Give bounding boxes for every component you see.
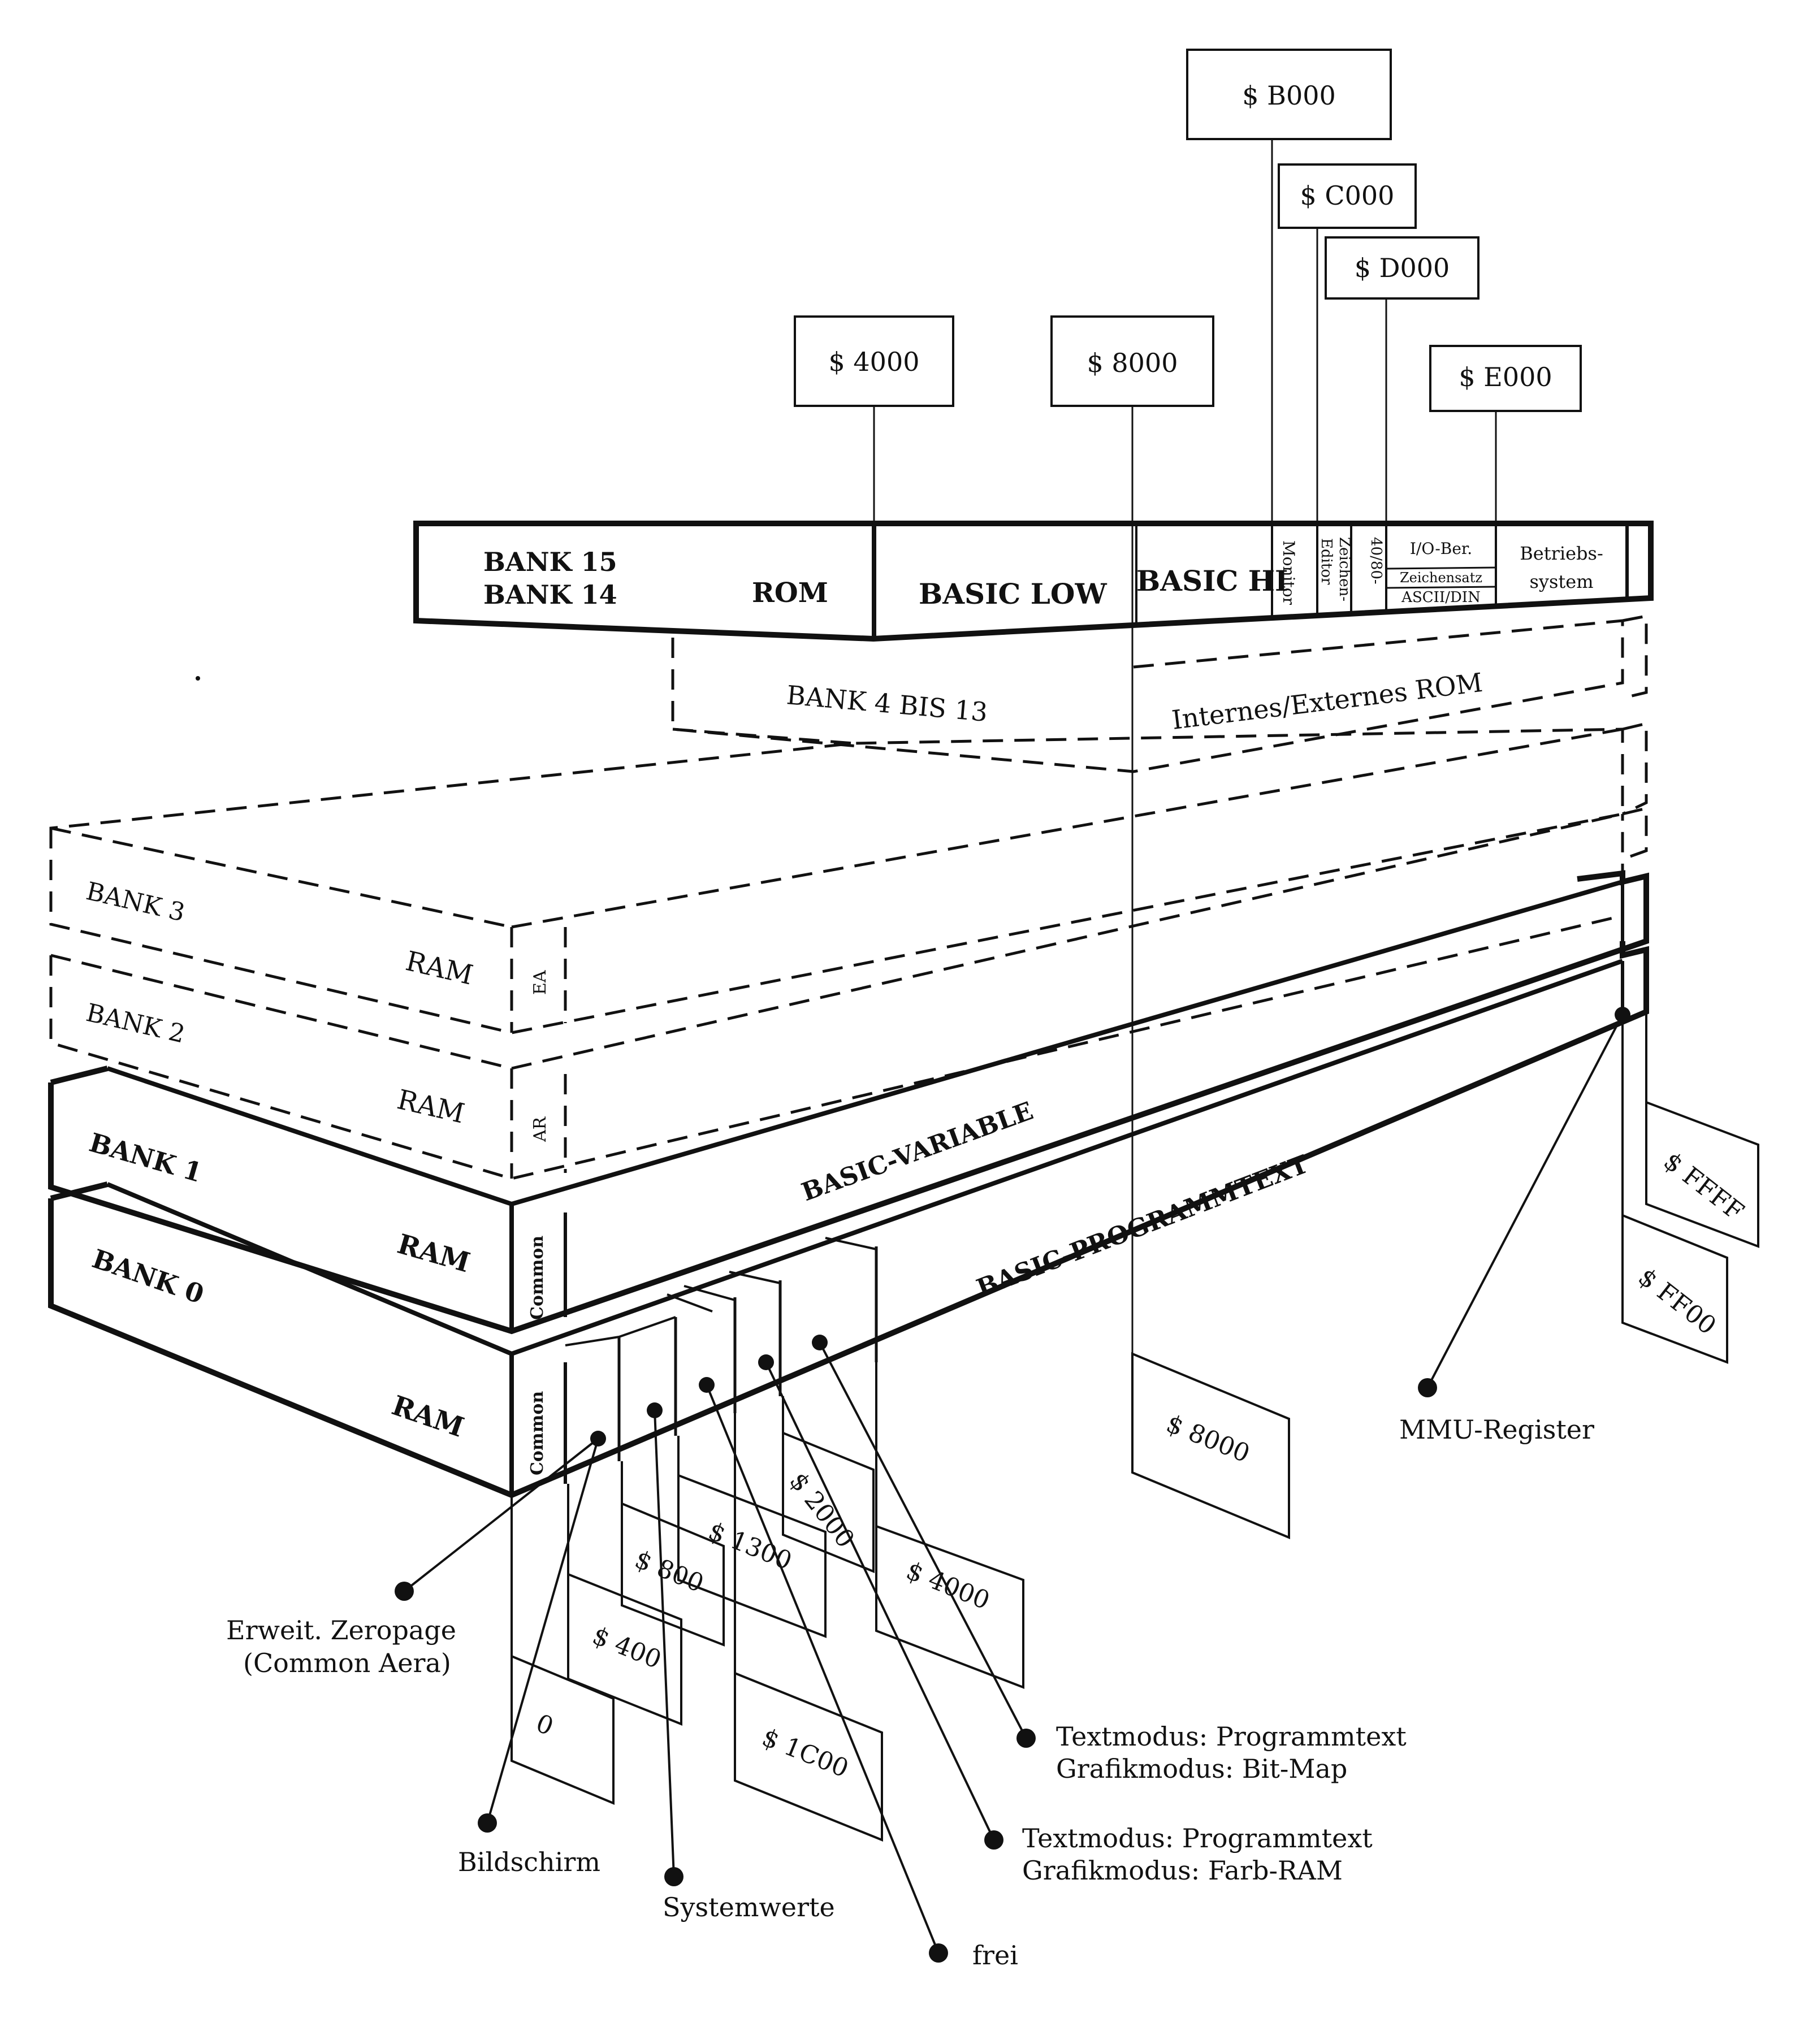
internes-externes-rom-label: Internes/Externes ROM <box>1170 667 1485 735</box>
bank0-name: BANK 0 <box>88 1243 207 1310</box>
flag-1300 <box>677 1474 827 1638</box>
flag-ff00 <box>1621 1214 1728 1364</box>
bank-0-labels: BANK 0 RAM Common BASIC-PROGRAMMTEXT <box>88 1150 1312 1475</box>
bank-4-13-label: BANK 4 BIS 13 <box>785 679 989 727</box>
addr-ff00: $ FF00 <box>1633 1262 1721 1340</box>
bank-3 <box>49 721 1648 1034</box>
col-40-80-label: 40/80- <box>1368 537 1385 584</box>
anno-bitmap-1: Textmodus: Programmtext <box>1056 1721 1407 1752</box>
annotations: Erweit. Zeropage (Common Aera) Bildschir… <box>226 1414 1594 1971</box>
betriebs-label: Betriebs- <box>1520 543 1603 564</box>
dot-farbram <box>758 1354 774 1370</box>
addr-box-b000 <box>1186 49 1392 140</box>
addr-box-e000 <box>1429 345 1582 412</box>
addr-label-e000: $ E000 <box>1459 362 1552 392</box>
dot-mmu-end <box>1418 1378 1437 1397</box>
flag-0 <box>511 1655 615 1805</box>
zeichensatz-label: Zeichensatz <box>1400 570 1482 586</box>
flag-4000 <box>875 1525 1024 1689</box>
addr-box-c000 <box>1278 163 1417 229</box>
anno-mmu: MMU-Register <box>1399 1414 1594 1445</box>
dot-zeropage-end <box>395 1582 414 1601</box>
bank3-ea: EA <box>530 970 550 995</box>
bank15-label: BANK 15 <box>483 547 617 577</box>
flag-800 <box>621 1502 725 1647</box>
bank-3-labels: BANK 3 RAM EA <box>84 877 550 995</box>
bank0-common: Common <box>527 1391 547 1475</box>
bank3-name: BANK 3 <box>84 877 188 928</box>
addr-0: 0 <box>532 1709 557 1742</box>
callout-dots <box>395 1007 1630 1963</box>
addr-label-4000: $ 4000 <box>829 347 920 377</box>
anno-frei: frei <box>972 1940 1018 1971</box>
addr-box-d000 <box>1325 236 1479 300</box>
ascii-din-label: ASCII/DIN <box>1401 589 1481 606</box>
anno-zeropage-2: (Common Aera) <box>243 1648 451 1678</box>
addr-label-c000: $ C000 <box>1300 180 1395 211</box>
bank1-ram: RAM <box>394 1228 474 1279</box>
top-address-labels: $ B000 $ C000 $ D000 $ 4000 $ 8000 $ E00… <box>829 80 1552 392</box>
dot-mmu <box>1615 1007 1630 1023</box>
bank-4-13-labels: BANK 4 BIS 13 Internes/Externes ROM <box>785 667 1484 735</box>
bank2-ram: RAM <box>394 1084 467 1130</box>
addr-label-b000: $ B000 <box>1242 80 1336 111</box>
dot-systemwerte-end <box>664 1867 683 1886</box>
rom-bank-14-15 <box>413 521 1654 642</box>
bank-1-labels: BANK 1 RAM Common BASIC-VARIABLE <box>86 1097 1037 1320</box>
dot-frei <box>699 1377 715 1393</box>
bank-4-13 <box>671 614 1648 773</box>
anno-farbram-1: Textmodus: Programmtext <box>1022 1823 1373 1854</box>
dot-bitmap-end <box>1016 1729 1036 1748</box>
anno-bitmap-2: Grafikmodus: Bit-Map <box>1056 1753 1347 1784</box>
dot-frei-end <box>929 1943 948 1963</box>
stray-dot <box>196 676 200 681</box>
bottom-address-flags <box>511 1101 1759 1842</box>
dot-bildschirm-end <box>478 1813 497 1833</box>
dot-farbram-end <box>984 1830 1003 1850</box>
dot-systemwerte <box>647 1402 663 1418</box>
editor-label: Editor <box>1318 538 1335 585</box>
anno-bildschirm: Bildschirm <box>458 1847 600 1877</box>
bank-2 <box>49 806 1648 1180</box>
bank2-name: BANK 2 <box>84 998 188 1049</box>
flag-1c00 <box>734 1671 883 1842</box>
anno-farbram-2: Grafikmodus: Farb-RAM <box>1022 1855 1343 1886</box>
dot-bitmap <box>812 1335 828 1350</box>
addr-label-8000: $ 8000 <box>1087 348 1178 378</box>
bank14-label: BANK 14 <box>483 579 617 610</box>
system-label: system <box>1529 571 1593 592</box>
bank1-common: Common <box>527 1236 547 1320</box>
addr-1c00: $ 1C00 <box>758 1723 853 1783</box>
flag-ffff <box>1645 1101 1759 1248</box>
bank-1 <box>48 870 1649 1335</box>
flag-8000 <box>1131 1352 1290 1539</box>
addr-8000: $ 8000 <box>1162 1409 1254 1469</box>
rom-label: ROM <box>752 577 828 609</box>
callout-lines <box>403 1014 1624 1954</box>
anno-zeropage-1: Erweit. Zeropage <box>226 1615 456 1645</box>
rom-bank-labels: BANK 15 BANK 14 ROM BASIC LOW BASIC HI M… <box>483 537 1603 610</box>
flag-2000 <box>782 1431 875 1573</box>
flag-400 <box>567 1573 682 1726</box>
anno-systemwerte: Systemwerte <box>663 1892 835 1922</box>
monitor-label: Monitor <box>1279 540 1298 605</box>
bank3-ram: RAM <box>403 945 475 991</box>
basic-hi-label: BASIC HI <box>1136 564 1288 597</box>
bank2-ar: AR <box>530 1116 550 1142</box>
io-ber-label: I/O-Ber. <box>1410 539 1472 558</box>
zeichen-label: Zeichen- <box>1336 537 1353 601</box>
bank1-name: BANK 1 <box>86 1127 206 1188</box>
addr-400: $ 400 <box>589 1621 665 1674</box>
addr-label-d000: $ D000 <box>1355 253 1450 283</box>
bank0-ram: RAM <box>388 1389 468 1443</box>
addr-800: $ 800 <box>631 1545 708 1598</box>
dot-zeropage <box>590 1431 606 1447</box>
basic-low-label: BASIC LOW <box>919 577 1107 610</box>
